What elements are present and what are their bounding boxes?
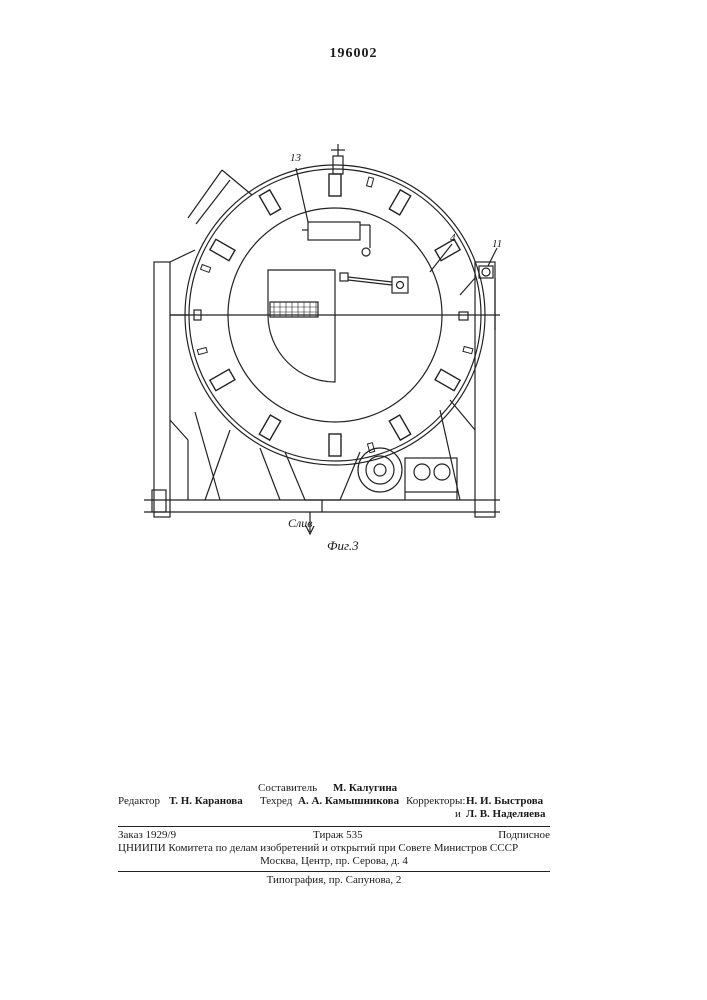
printing-house: Типография, пр. Сапунова, 2 bbox=[118, 874, 550, 887]
drum-drawing bbox=[130, 140, 530, 560]
figure-caption: Фиг.3 bbox=[327, 538, 359, 554]
circulation: Тираж 535 bbox=[313, 829, 363, 842]
and-text: и bbox=[455, 808, 461, 821]
corrector1: Н. И. Быстрова bbox=[466, 795, 543, 808]
label-13: 13 bbox=[290, 152, 301, 164]
order-number: Заказ 1929/9 bbox=[118, 829, 176, 842]
org-line-2: Москва, Центр, пр. Серова, д. 4 bbox=[118, 855, 550, 868]
divider-bottom bbox=[118, 871, 550, 872]
corrector2: Л. В. Наделяева bbox=[466, 808, 545, 821]
technical-drawing-figure-3: 13 4 11 Слив Фиг.3 bbox=[130, 140, 530, 560]
divider-top bbox=[118, 826, 550, 827]
patent-number: 196002 bbox=[0, 46, 707, 62]
techred-name: А. А. Камышникова bbox=[298, 795, 399, 808]
editor-label: Редактор bbox=[118, 795, 160, 808]
correctors-label: Корректоры: bbox=[406, 795, 465, 808]
colophon: Составитель М. Калугина Редактор Т. Н. К… bbox=[100, 782, 550, 821]
label-11: 11 bbox=[492, 238, 502, 250]
printing-info: Типография, пр. Сапунова, 2 bbox=[118, 874, 550, 887]
org-line-1: ЦНИИПИ Комитета по делам изобретений и о… bbox=[118, 842, 518, 855]
label-4: 4 bbox=[450, 232, 456, 244]
subscription: Подписное bbox=[498, 829, 550, 842]
editor-name: Т. Н. Каранова bbox=[169, 795, 243, 808]
drain-label: Слив bbox=[288, 516, 312, 531]
publication-info: Заказ 1929/9 Тираж 535 Подписное ЦНИИПИ … bbox=[118, 829, 550, 868]
techred-label: Техред bbox=[260, 795, 292, 808]
compiler-name: М. Калугина bbox=[333, 782, 397, 795]
compiler-label: Составитель bbox=[258, 782, 317, 795]
